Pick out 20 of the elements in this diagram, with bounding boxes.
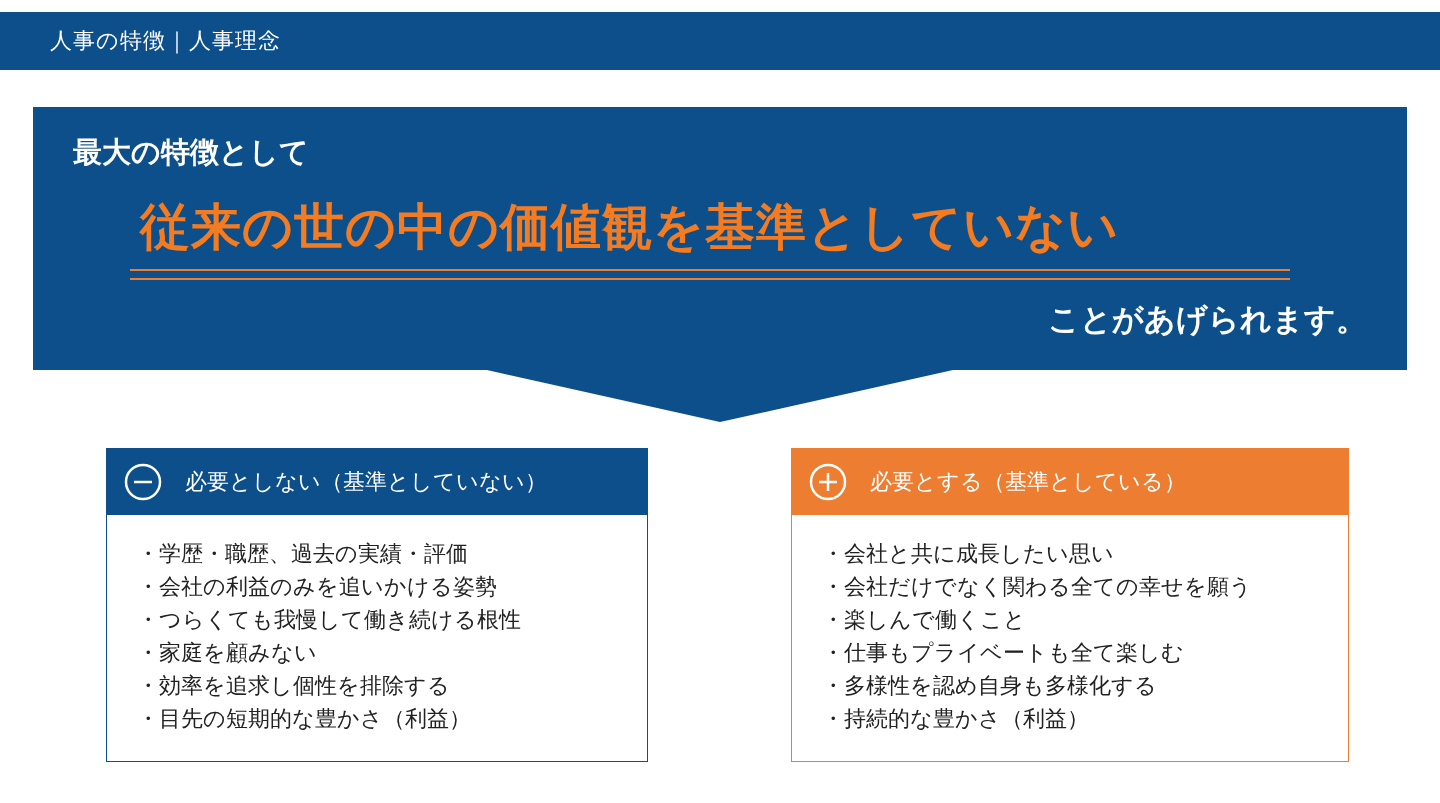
header-text: 必要とする（基準としている）: [870, 468, 1186, 496]
lead-text: 最大の特徴として: [73, 134, 309, 171]
list-item: ・学歴・職歴、過去の実績・評価: [137, 540, 468, 568]
closing-text: ことがあげられます。: [1048, 300, 1367, 339]
title-text: 人事の特徴｜人事理念: [50, 27, 281, 56]
list-item: ・会社の利益のみを追いかける姿勢: [137, 573, 497, 601]
list-item: ・仕事もプライベートも全て楽しむ: [822, 639, 1184, 667]
list-item: ・家庭を顧みない: [137, 639, 317, 667]
panel-card: [791, 448, 1349, 762]
headline-text: 従来の世の中の価値観を基準としていない: [140, 197, 1119, 258]
list-item: ・会社だけでなく関わる全ての幸せを願う: [822, 573, 1252, 601]
header-text: 必要としない（基準としていない）: [185, 468, 547, 496]
list-item: ・持続的な豊かさ（利益）: [822, 705, 1089, 733]
list-item: ・多様性を認め自身も多様化する: [822, 672, 1157, 700]
panel-card: [106, 448, 648, 762]
list-item: ・目先の短期的な豊かさ（利益）: [137, 705, 471, 733]
list-item: ・効率を追求し個性を排除する: [137, 672, 450, 700]
list-item: ・楽しんで働くこと: [822, 606, 1026, 634]
list-item: ・つらくても我慢して働き続ける根性: [137, 606, 521, 634]
list-item: ・会社と共に成長したい思い: [822, 540, 1114, 568]
